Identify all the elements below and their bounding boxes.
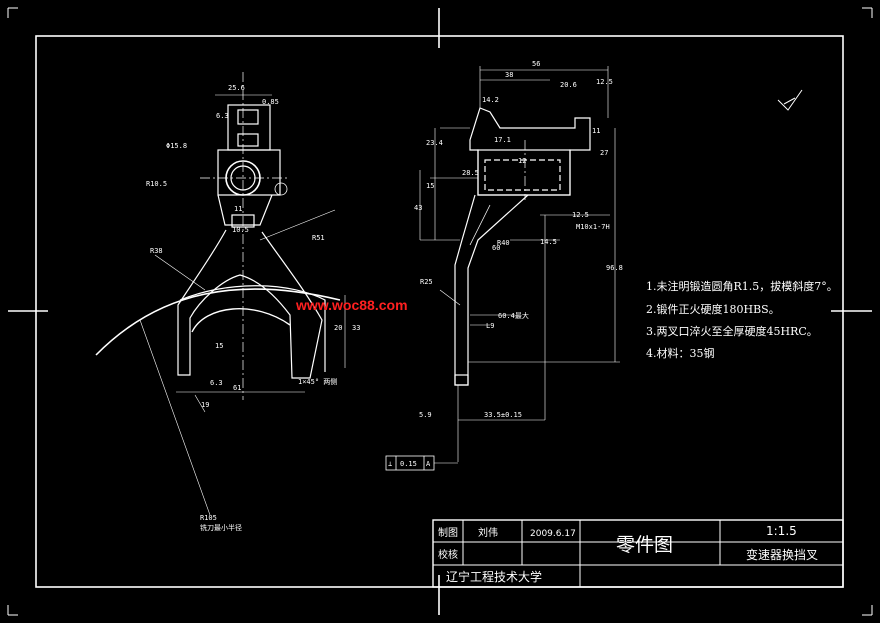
dim-27: 27	[600, 149, 608, 157]
scale: 1:1.5	[766, 524, 797, 538]
dim-17-1: 17.1	[494, 136, 511, 144]
dim-61: 61	[233, 384, 241, 392]
dim-r105-note: 铣刀最小半径	[200, 523, 242, 532]
drawn-label: 制图	[438, 526, 458, 539]
dim-96-8: 96.8	[606, 264, 623, 272]
dim-60: 60	[492, 244, 500, 252]
dim-28-5: 28.5	[462, 169, 479, 177]
dim-19: 19	[201, 401, 209, 409]
tol-datum: A	[426, 460, 431, 468]
dim-thread: M10x1-7H	[576, 223, 610, 231]
tol-value: 0.15	[400, 460, 417, 468]
dim-6-3: 6.3	[216, 112, 229, 120]
dim-11-side: 11	[592, 127, 600, 135]
dim-14-2: 14.2	[482, 96, 499, 104]
watermark: www.woc88.com	[295, 297, 408, 313]
drawn-by: 刘伟	[478, 526, 498, 539]
dim-12-5: 12.5	[596, 78, 613, 86]
dim-15: 15	[215, 342, 223, 350]
note-3: 3.两叉口淬火至全厚硬度45HRC。	[646, 324, 818, 338]
dim-20-6: 20.6	[560, 81, 577, 89]
dim-12-5b: 12.5	[572, 211, 589, 219]
dim-r40: R40	[497, 239, 510, 247]
title-block-text: 制图 刘伟 2009.6.17 校核 零件图 1:1.5 变速器换挡叉 辽宁工程…	[438, 524, 818, 584]
dim-r25: R25	[420, 278, 433, 286]
note-4: 4.材料：35钢	[646, 346, 715, 360]
technical-notes: 1.未注明锻造圆角R1.5，拔模斜度7°。 2.锻件正火硬度180HBS。 3.…	[646, 279, 838, 360]
dim-11: 11	[234, 205, 242, 213]
dim-r38: R38	[150, 247, 163, 255]
drawing-type: 零件图	[616, 534, 673, 556]
drawing-date: 2009.6.17	[530, 529, 576, 539]
dim-15-side: 15	[426, 182, 434, 190]
title-block	[432, 519, 844, 588]
dim-10-5: 10.5	[232, 226, 249, 234]
dim-20: 20	[334, 324, 342, 332]
dim-r51: R51	[312, 234, 325, 242]
check-label: 校核	[438, 548, 458, 561]
dim-r105: R105	[200, 514, 217, 522]
tol-symbol: ⊥	[388, 460, 392, 468]
side-view-labels: 56 38 20.6 12.5 14.2 23.4 28.5 15 43 12 …	[388, 60, 623, 468]
note-2: 2.锻件正火硬度180HBS。	[646, 302, 780, 316]
dim-top-tol: 0.85	[262, 98, 279, 106]
dim-hole-dia: Φ15.8	[166, 142, 187, 150]
dim-33: 33	[352, 324, 360, 332]
dim-depth: 60.4最大	[498, 311, 529, 320]
part-name: 变速器换挡叉	[746, 547, 818, 562]
front-view	[95, 72, 346, 516]
school-name: 辽宁工程技术大学	[446, 569, 542, 584]
front-view-labels: 25.6 0.85 Φ15.8 R10.5 R38 R51 R105 铣刀最小半…	[146, 84, 360, 532]
dim-23-4: 23.4	[426, 139, 443, 147]
note-1: 1.未注明锻造圆角R1.5，拔模斜度7°。	[646, 279, 838, 293]
dim-33-5: 33.5±0.15	[484, 411, 522, 419]
dim-14-5: 14.5	[540, 238, 557, 246]
roughness-symbol	[777, 89, 803, 111]
dim-r10: R10.5	[146, 180, 167, 188]
side-view	[385, 66, 620, 471]
dim-5-9: 5.9	[419, 411, 432, 419]
dim-top-width: 25.6	[228, 84, 245, 92]
dim-43: 43	[414, 204, 422, 212]
dim-12: 12	[518, 157, 526, 165]
dim-chamfer: 1×45° 两侧	[298, 377, 337, 386]
dim-56: 56	[532, 60, 540, 68]
dim-l9: L9	[486, 322, 494, 330]
dim-ra: 6.3	[210, 379, 223, 387]
dim-38: 38	[505, 71, 513, 79]
